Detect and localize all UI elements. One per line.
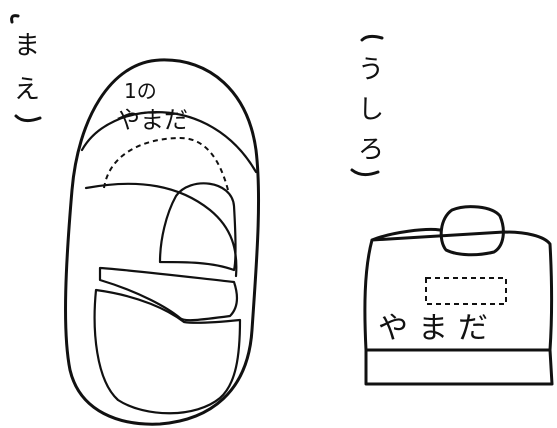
front-shoe-strap-right bbox=[158, 182, 237, 272]
front-name-text: やまだ bbox=[116, 106, 188, 134]
front-class-text: 1の bbox=[124, 79, 157, 103]
back-label-paren-close bbox=[350, 168, 380, 177]
front-label-paren-close bbox=[14, 114, 42, 123]
front-label-paren-open bbox=[10, 14, 20, 24]
back-shoe: やまだ bbox=[363, 205, 554, 386]
front-label-char-2: え bbox=[14, 75, 40, 105]
back-shoe-body bbox=[363, 228, 553, 352]
front-shoe: 1の やまだ bbox=[64, 58, 261, 426]
front-shoe-heel-area bbox=[93, 288, 242, 415]
back-label-char-3: ろ bbox=[358, 135, 384, 165]
back-label-paren-open bbox=[360, 34, 384, 42]
front-shoe-name-area bbox=[103, 136, 229, 191]
back-label: う し ろ bbox=[350, 34, 384, 177]
back-shoe-name-area bbox=[425, 277, 507, 305]
front-shoe-toe-line bbox=[80, 111, 258, 174]
back-shoe-sole bbox=[364, 348, 554, 386]
front-shoe-strap-lower bbox=[98, 266, 239, 322]
front-shoe-outline bbox=[64, 58, 261, 426]
front-label: ま え bbox=[10, 14, 42, 123]
back-name-text: やまだ bbox=[378, 311, 498, 346]
back-label-char-1: う bbox=[358, 55, 384, 85]
back-shoe-pull-tab bbox=[439, 205, 505, 257]
back-label-char-2: し bbox=[358, 95, 384, 125]
front-label-char-1: ま bbox=[14, 31, 40, 61]
